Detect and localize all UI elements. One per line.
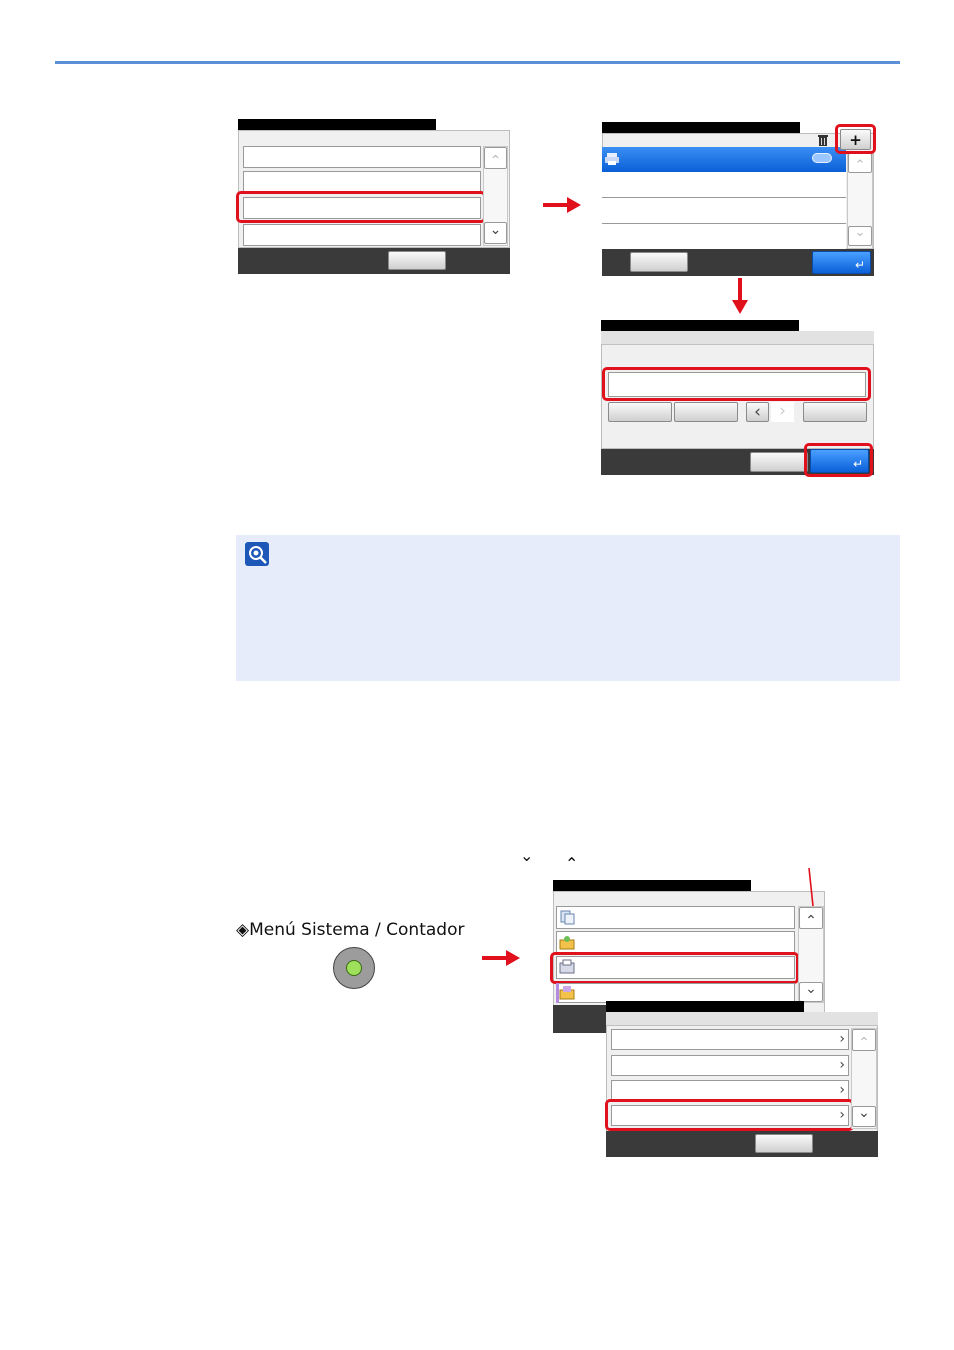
screen2-cancel-button[interactable] [630, 252, 688, 272]
fax-icon [559, 959, 575, 974]
screen2-scroll-up-button[interactable]: ⌃ [848, 153, 872, 173]
chevron-up-icon: ⌃ [854, 158, 866, 173]
screen5-scroll-down-button[interactable]: ⌄ [852, 1106, 876, 1127]
screen1-cancel-button[interactable] [388, 251, 446, 270]
screen4-scroll-down-button[interactable]: ⌄ [799, 982, 823, 1002]
screen5-row-highlight [605, 1099, 854, 1131]
printer-icon [605, 153, 619, 165]
screen5-row-4[interactable]: › [611, 1105, 849, 1126]
chevron-right-icon: › [839, 1057, 845, 1073]
screen1-row-1[interactable] [243, 146, 481, 168]
chevron-down-icon: ⌄ [858, 1105, 870, 1121]
add-button[interactable]: + [840, 129, 871, 150]
screen2-ok-button[interactable]: ↵ [812, 251, 871, 274]
screen3-key-button-1[interactable] [608, 402, 672, 422]
screen2-row-3[interactable] [602, 198, 846, 224]
chevron-down-icon: ⌄ [489, 222, 502, 238]
screen3-key-button-3[interactable] [803, 402, 867, 422]
cursor-right-button[interactable]: › [771, 402, 794, 422]
screen4-row-3[interactable] [556, 956, 795, 979]
system-menu-led-icon [346, 960, 362, 976]
trash-icon[interactable] [817, 134, 829, 147]
note-icon [245, 542, 269, 566]
add-button-highlight [835, 124, 876, 154]
screen2-row-4[interactable] [602, 224, 846, 249]
chevron-right-icon: › [839, 1031, 845, 1047]
system-menu-symbol-icon: ◈ [236, 920, 250, 940]
chevron-right-icon: › [839, 1107, 845, 1123]
chevron-up-icon: ⌃ [805, 913, 817, 929]
toggle-pill-icon[interactable] [812, 153, 832, 163]
screen1-row-3[interactable] [243, 197, 481, 219]
callout-line [808, 868, 814, 907]
screen4-row-4[interactable] [556, 983, 795, 1003]
screen3-input-highlight [602, 367, 871, 401]
screen4-footer [553, 1005, 607, 1033]
header-rule [55, 61, 900, 64]
screen3-input-field[interactable] [608, 372, 866, 397]
screen4-scroll-up-button[interactable]: ⌃ [799, 907, 823, 929]
screen1-scroll-down-button[interactable]: ⌄ [484, 222, 507, 244]
screen1-scroll-up-button[interactable]: ⌃ [484, 147, 507, 169]
chevron-left-icon: ‹ [754, 402, 761, 422]
screen5-row-2[interactable]: › [611, 1055, 849, 1076]
screen1-row-2[interactable] [243, 171, 481, 193]
chevron-up-icon: ⌃ [858, 1035, 870, 1051]
screen5-row-3[interactable]: › [611, 1080, 849, 1101]
scroll-up-key-glyph: ⌃ [565, 854, 579, 873]
screen4-row-1[interactable] [556, 906, 795, 929]
chevron-down-icon: ⌄ [805, 981, 817, 997]
scroll-down-key-glyph: ⌄ [520, 846, 534, 865]
screen2-row-2[interactable] [602, 172, 846, 198]
chevron-right-icon: › [779, 401, 786, 421]
screen1-row-4[interactable] [243, 224, 481, 246]
screen5-row-1[interactable]: › [611, 1029, 849, 1050]
chevron-up-icon: ⌃ [489, 153, 502, 169]
send-folder-icon [559, 986, 575, 1000]
chevron-down-icon: ⌄ [854, 225, 866, 240]
screen3-subheader [601, 331, 874, 345]
screen2-scroll-down-button[interactable]: ⌄ [848, 226, 872, 246]
screen1-titlebar [238, 119, 436, 130]
screen2-selected-row[interactable] [602, 147, 846, 172]
screen3-titlebar [601, 320, 799, 331]
screen5-subheader [606, 1012, 878, 1026]
enter-icon: ↵ [854, 258, 865, 272]
user-folder-icon [559, 936, 575, 950]
screen3-ok-highlight [804, 443, 873, 477]
screen4-row-2[interactable] [556, 931, 795, 954]
enter-icon: ↵ [852, 457, 863, 471]
screen5-scroll-up-button[interactable]: ⌃ [852, 1029, 876, 1051]
chevron-right-icon: › [839, 1082, 845, 1098]
screen1-footer [238, 248, 510, 274]
screen5-footer [606, 1131, 878, 1157]
screen3-ok-button[interactable]: ↵ [810, 449, 869, 473]
cursor-left-button[interactable]: ‹ [746, 402, 769, 422]
screen4-titlebar [553, 880, 751, 891]
system-menu-label-text: Menú Sistema / Contador [249, 920, 465, 940]
screen3-key-button-2[interactable] [674, 402, 738, 422]
screen4-row-highlight [550, 952, 799, 984]
screen2-titlebar [602, 122, 800, 133]
screen3-cancel-button[interactable] [750, 452, 808, 472]
screen1-row-highlight [236, 191, 486, 223]
screen5-cancel-button[interactable] [755, 1134, 813, 1153]
screen5-titlebar [606, 1001, 804, 1012]
note-box [236, 535, 900, 681]
copy-icon [560, 910, 575, 925]
system-menu-key-label: ◈Menú Sistema / Contador [236, 919, 464, 941]
plus-icon: + [849, 131, 862, 149]
screen4-row-4-marker [556, 983, 559, 1003]
arrow-down-icon [732, 278, 748, 314]
arrow-right-icon [482, 950, 520, 966]
arrow-right-icon [543, 197, 581, 213]
